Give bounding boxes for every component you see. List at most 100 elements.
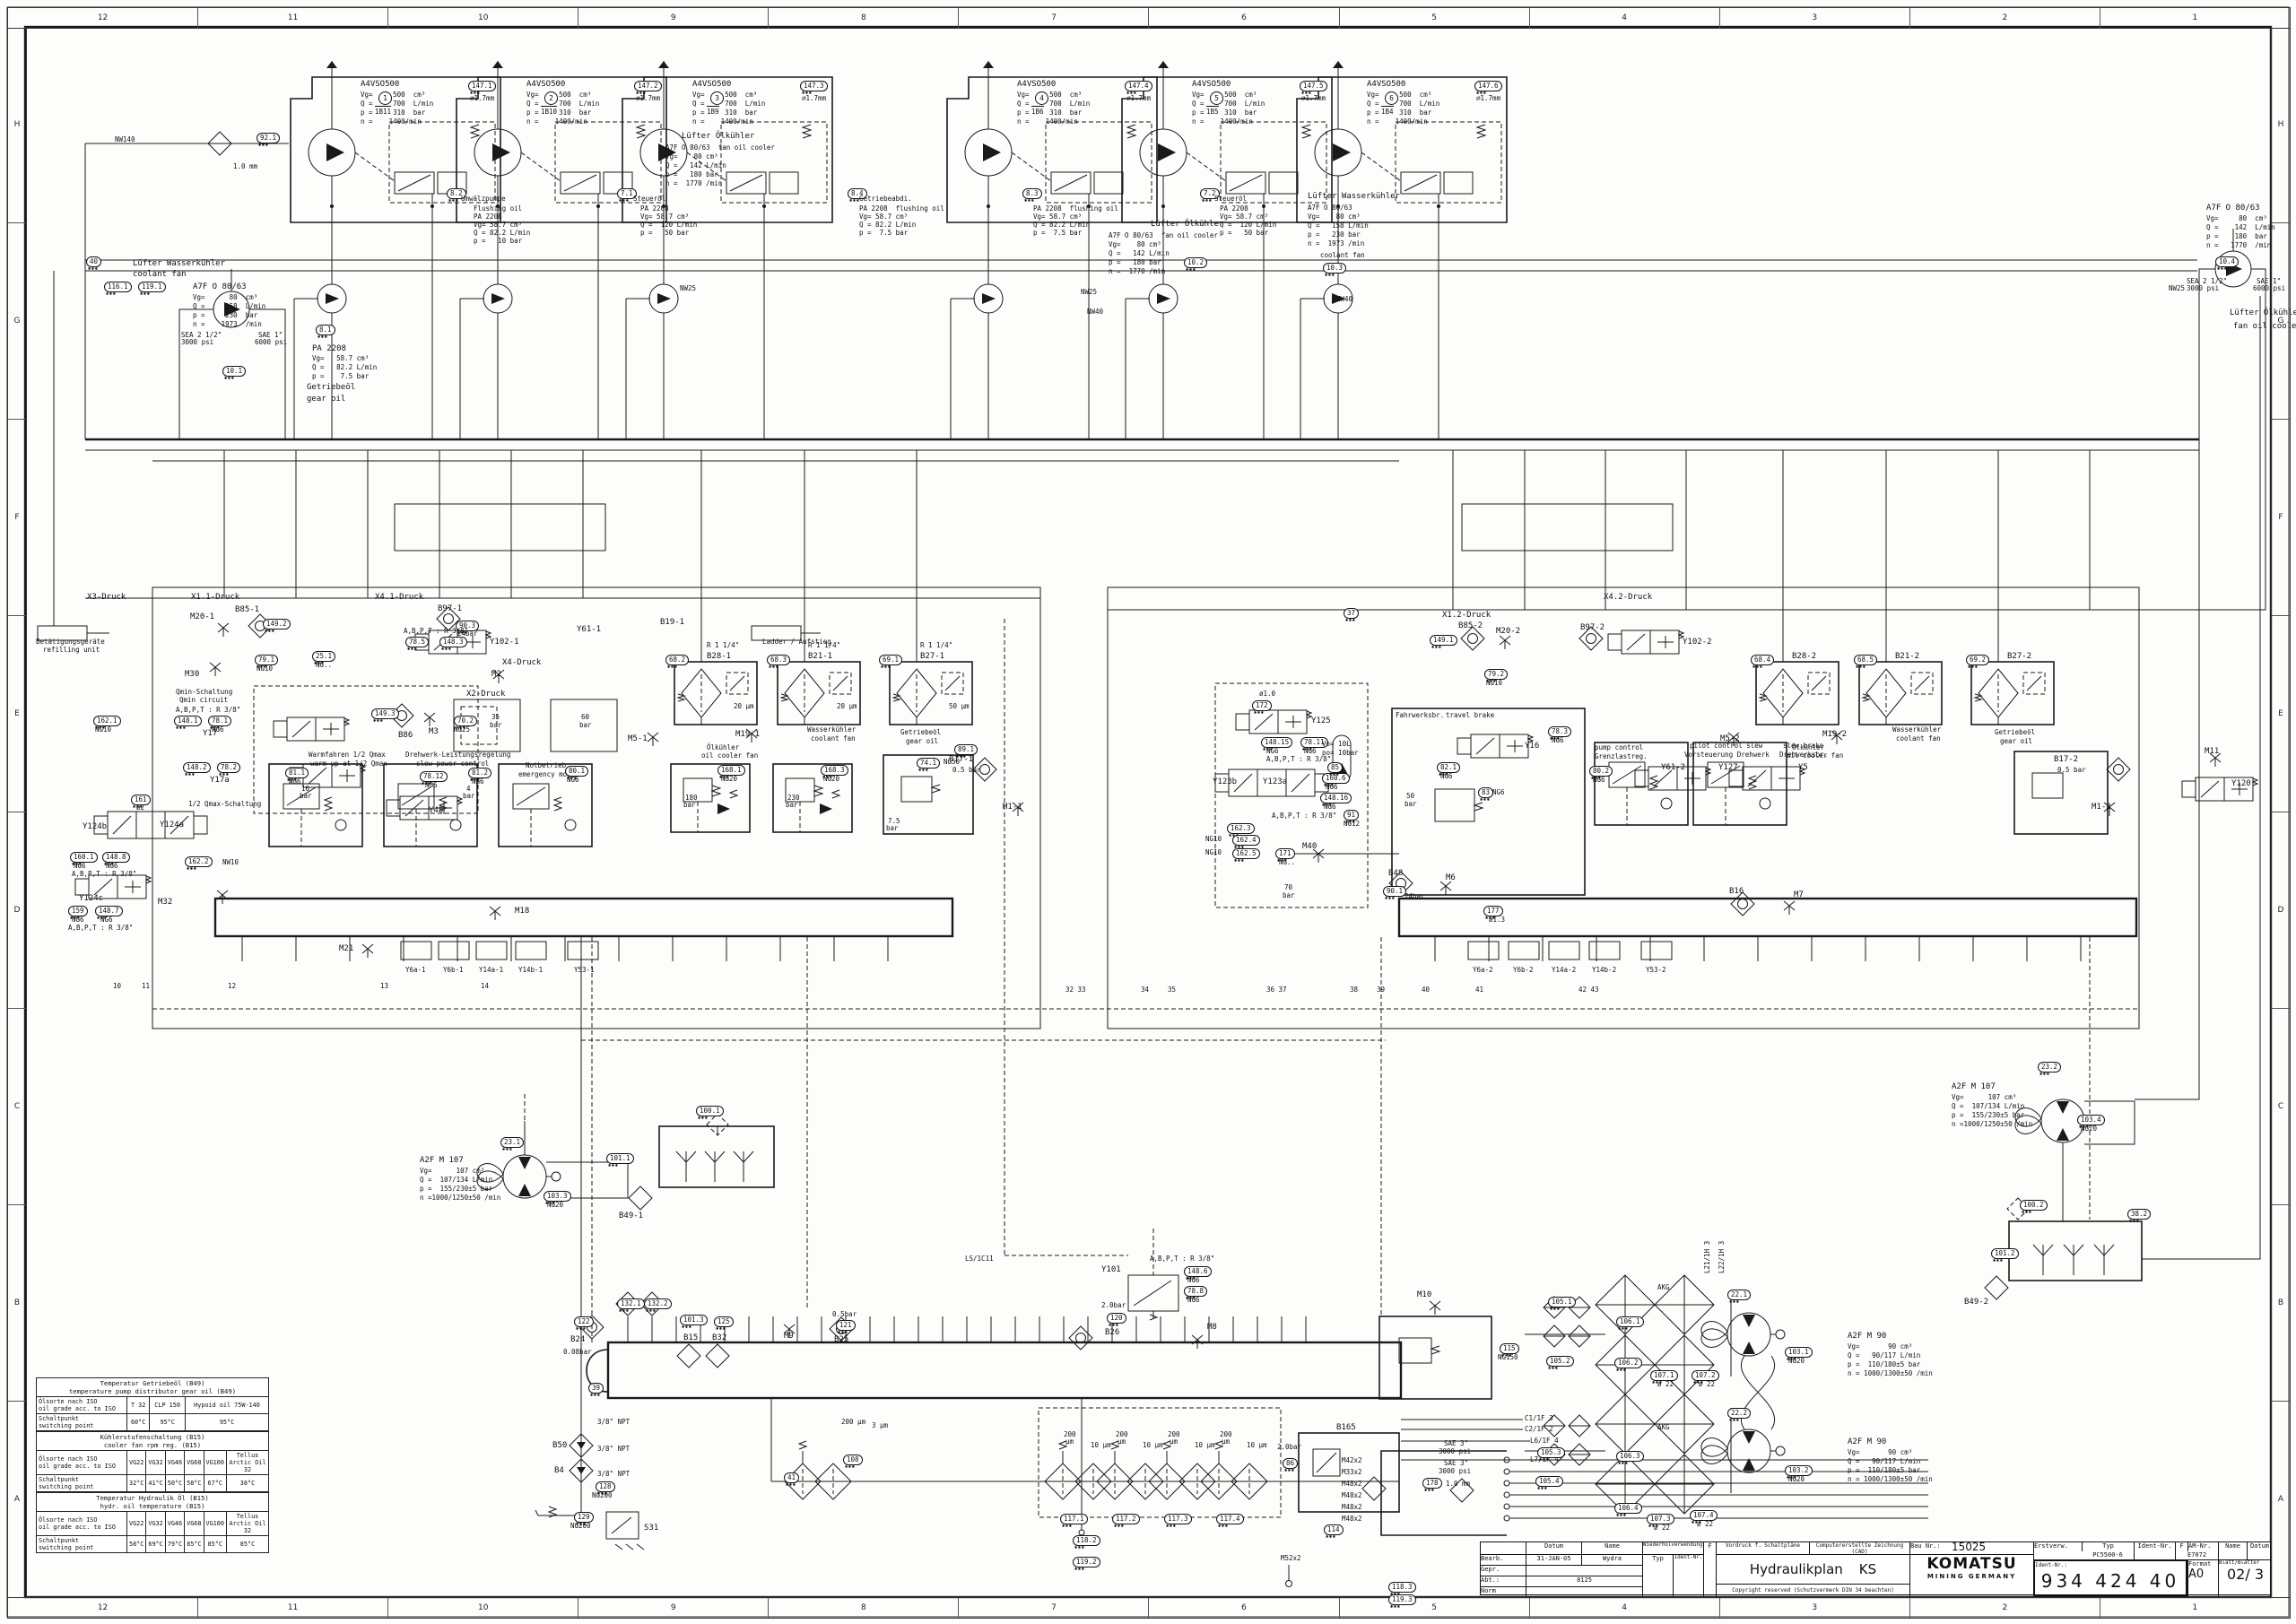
bearb-name: Wydra [1581,1554,1642,1565]
vordruck-label: Vordruck f. Schaltpläne [1716,1542,1809,1554]
grid-row-E: E [2272,616,2290,812]
seal-marks: ✱✱✱ [1062,1524,1073,1529]
schematic-label: NG6 [1593,776,1605,784]
schematic-label: NG6 [567,776,579,784]
row-label-en: switching point [39,1422,94,1429]
schematic-label: fan oil cooler [2233,322,2296,331]
schematic-label: L22/1H 3 [1718,1240,1726,1273]
schematic-label: S31 [644,1524,659,1533]
pump-spec-line: p = 310 bar [692,109,758,117]
table-cell: VG32 [145,1450,166,1475]
pump-spec-line: Q = 700 L/min [361,100,434,108]
schematic-label: B4 [554,1466,564,1475]
ref-bubble: 103.1 [1785,1347,1813,1358]
schematic-label: 0.5 bar [952,766,981,774]
schematic-label: 230 [787,794,800,802]
ref-bubble: 177 [1483,906,1503,916]
seal-marks: ✱✱✱ [545,1201,556,1206]
ref-bubble: 7.2 [1200,188,1220,199]
temperature-table: Temperatur Getriebeöl (B49)temperature p… [36,1377,269,1431]
orifice-size: ∅1.7mm [1301,94,1326,102]
schematic-label: M8 [1207,1323,1217,1332]
schematic-label: Y120 [2231,779,2251,788]
seal-marks: ✱✱✱ [769,664,779,670]
schematic-label: B26 [1105,1328,1120,1337]
schematic-label: 20 µm [734,702,754,710]
pump-spec-line: Q = 700 L/min [1017,100,1091,108]
table-cell: 95°C [149,1413,187,1431]
schematic-label: Q = 107/134 L/min [420,1176,493,1184]
schematic-label: slew power control [416,760,490,768]
row-label-en: oil grade acc. to ISO [39,1405,116,1412]
schematic-label: 39 [1377,986,1386,994]
pump-spec-line: n = 1400/min [1017,117,1078,126]
ref-bubble: 149.3 [371,708,399,719]
seal-marks: ✱✱✱ [1431,645,1442,650]
schematic-label: Qmin circuit [179,696,229,704]
row-label-de: Ölsorte nach ISO [39,1455,98,1463]
seal-marks: ✱✱✱ [619,198,630,204]
schematic-label: bar [886,824,899,832]
schematic-label: 1/2 Qmax-Schaltung [188,800,262,808]
ref-bubble: 148.15 [1261,737,1293,748]
seal-marks: ✱✱✱ [1324,783,1335,788]
schematic-label: 3/8" NPT [597,1470,631,1478]
ref-bubble: 103.2 [1785,1465,1813,1476]
seal-marks: ✱✱✱ [1329,772,1340,777]
table-cell: VG68 [184,1450,204,1475]
seal-marks: ✱✱✱ [140,291,151,297]
schematic-label: NG6 [1304,747,1317,755]
schematic-label: n = 1973 /min [193,320,262,328]
schematic-label: M48x2 [1342,1503,1362,1511]
seal-marks: ✱✱✱ [849,198,860,204]
schematic-label: NG6 [1266,747,1279,755]
schematic-label: 0.5 bar [2057,766,2086,774]
schematic-label: PA 2208 [1220,204,1248,213]
grid-col-7: 7 [959,1598,1150,1618]
schematic-label: NW25 [2169,284,2186,292]
schematic-label: SAE 1" [258,331,283,339]
ref-bubble: 81.1 [285,768,309,778]
schematic-label: refilling unit [43,646,100,654]
f-col-header: F [1703,1542,1716,1596]
seal-marks: ✱✱✱ [224,376,235,381]
ref-bubble: 78.1 [208,716,232,726]
seal-marks: ✱✱✱ [1548,1366,1559,1371]
pump-model: A4VSO500 [692,80,732,89]
seal-marks: ✱✱✱ [1693,1380,1704,1385]
schematic-label: Vg= 90 cm³ [1848,1448,1913,1456]
ref-bubble: 162.5 [1232,848,1260,859]
schematic-label: Y16 [1525,742,1540,751]
schematic-label: NG200 [592,1491,613,1499]
schematic-label: gear oil [307,395,346,404]
schematic-label: 4 [466,785,471,793]
blatt-value: 02/ 3 [2226,1566,2264,1583]
seal-marks: ✱✱✱ [716,1326,726,1332]
seal-marks: ✱✱✱ [838,1330,848,1335]
schematic-label: AKG [1657,1423,1670,1431]
seal-marks: ✱✱✱ [1345,618,1356,623]
grid-row-G: G [2272,223,2290,420]
komatsu-logo-sub: MINING GERMANY [1926,1573,2017,1580]
schematic-label: B50 [552,1441,568,1450]
schematic-label: A7F O 80/63 [193,282,247,291]
seal-marks: ✱✱✱ [257,664,267,670]
seal-marks: ✱✱✱ [72,862,83,867]
schematic-label: Vg= 58.7 cm³ [312,354,370,362]
schematic-label: 3 µm [872,1421,889,1429]
pump-number: 4 [1035,91,1048,105]
seal-marks: ✱✱✱ [2129,1219,2140,1224]
ref-bubble: 68.2 [665,655,690,665]
schematic-label: LS/1C11 [965,1255,994,1263]
schematic-label: B17-2 [2054,755,2079,764]
ref-bubble: 86 [1283,1458,1299,1469]
schematic-label: X1.2-Druck [1442,611,1492,620]
seal-marks: ✱✱✱ [576,1326,587,1332]
schematic-label: A,B,P,T : R 3/8" [1150,1255,1215,1263]
row-label-en: switching point [39,1483,94,1490]
schematic-label: NG150 [1498,1353,1518,1361]
pump-number: 5 [1210,91,1223,105]
grid-col-1: 1 [2192,1603,2198,1612]
